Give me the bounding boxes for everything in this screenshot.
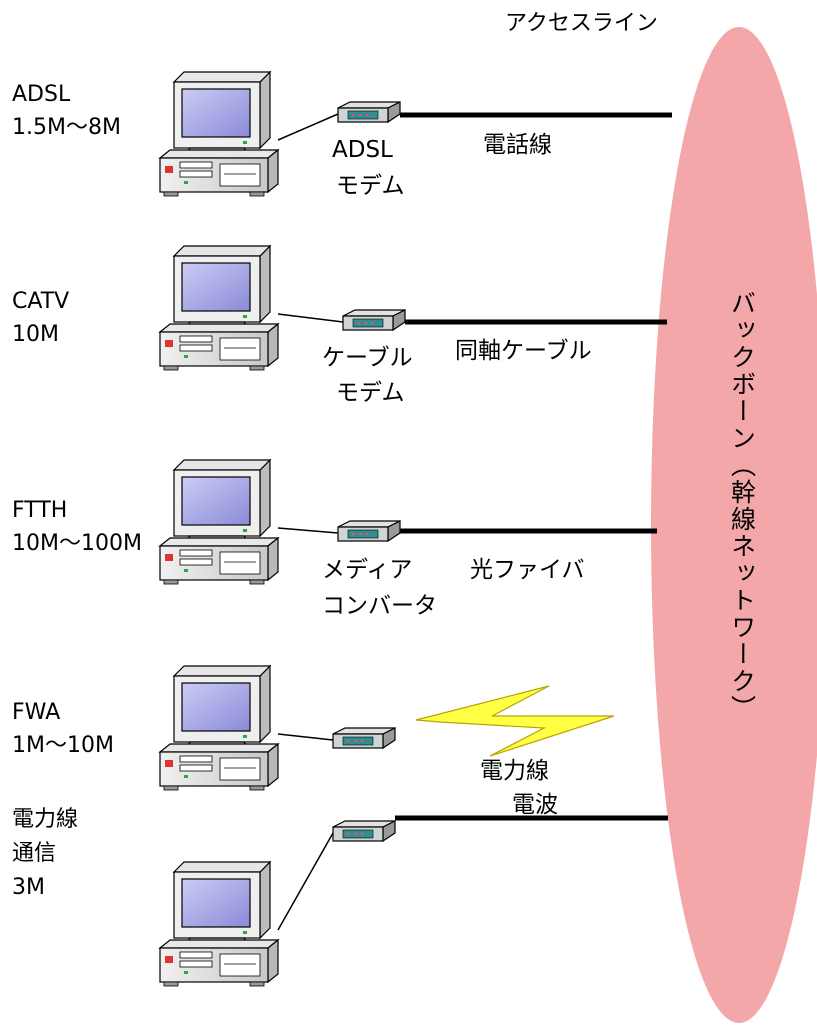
service-name: CATV <box>12 289 69 314</box>
backbone-network-ellipse <box>651 27 817 1023</box>
line-medium-label: 同軸ケーブル <box>455 338 592 364</box>
desktop-computer-icon <box>159 861 279 987</box>
modem-icon <box>332 820 396 842</box>
service-detail: 10M〜100M <box>12 531 142 556</box>
desktop-computer-icon <box>159 245 279 371</box>
desktop-computer-icon <box>159 459 279 585</box>
device-label: ケーブル <box>322 345 413 371</box>
desktop-computer-icon <box>159 71 279 197</box>
modem-icon <box>337 101 401 123</box>
modem-icon <box>332 727 396 749</box>
service-name: 電力線 <box>12 807 78 832</box>
device-label: メディア <box>322 557 412 583</box>
line-medium-label: 電話線 <box>483 132 552 158</box>
access-rows: ADSL1.5M〜8MADSLモデム電話線CATV10Mケーブルモデム同軸ケーブ… <box>12 71 672 987</box>
line-medium-label: 電力線 <box>480 758 549 784</box>
service-detail: 10M <box>12 322 59 347</box>
device-label: コンバータ <box>322 593 437 619</box>
device-label: モデム <box>336 173 405 199</box>
line-medium-label: 光ファイバ <box>470 557 585 583</box>
service-detail: 1M〜10M <box>12 733 114 758</box>
service-name: FWA <box>12 700 60 725</box>
computer-modem-cable <box>277 832 334 931</box>
computer-modem-cable <box>277 113 339 141</box>
modem-icon <box>337 520 401 542</box>
device-label: モデム <box>336 380 405 406</box>
service-detail: 通信 <box>12 841 56 866</box>
modem-icon <box>342 309 406 331</box>
computer-modem-cable <box>277 733 334 741</box>
line-medium-label: 電波 <box>512 792 558 818</box>
computer-modem-cable <box>277 527 339 534</box>
service-detail: 1.5M〜8M <box>12 115 121 140</box>
service-name: ADSL <box>12 82 71 107</box>
access-row: ADSL 1.5M〜8M ADSL モデム 電話線 <box>12 71 672 199</box>
desktop-computer-icon <box>159 665 279 791</box>
device-label: ADSL <box>332 137 393 163</box>
backbone-label: バックボーン︵幹線ネットワーク︶ <box>728 290 757 722</box>
service-name: FTTH <box>12 498 67 523</box>
access-line-title: アクセスライン <box>505 11 658 36</box>
service-detail: 3M <box>12 875 45 900</box>
access-row: FWA 1M〜10M 電波 <box>12 665 615 818</box>
computer-modem-cable <box>277 313 344 323</box>
lightning-bolt-icon <box>415 685 615 757</box>
